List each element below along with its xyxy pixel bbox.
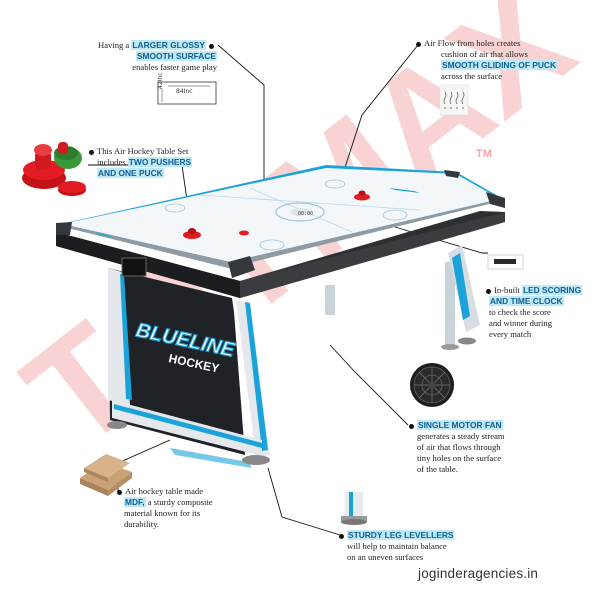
callout-legs: STURDY LEG LEVELLERS will help to mainta…	[336, 530, 476, 563]
bullet-dot	[209, 43, 214, 49]
site-watermark[interactable]: joginderagencies.in	[418, 566, 539, 581]
leveller-foot-left	[107, 421, 127, 429]
puck-return-slot	[121, 257, 147, 277]
leveller-foot-front	[242, 455, 270, 465]
right-leg-panel	[448, 245, 480, 345]
bullet-dot	[416, 41, 421, 47]
leader-airflow	[337, 44, 419, 190]
bullet-dot	[486, 288, 491, 294]
led-display-image	[487, 254, 524, 270]
bullet-dot	[117, 489, 122, 495]
callout-fan: SINGLE MOTOR FAN generates a steady stre…	[406, 420, 536, 475]
pusher-near	[183, 231, 201, 239]
callout-mdf: Air hockey table made MDF, a sturdy comp…	[114, 486, 229, 530]
svg-text:00:00: 00:00	[298, 211, 313, 217]
main-leg-panel: BLUELINE HOCKEY	[107, 257, 270, 468]
highlight-sturdy-leg-levellers: STURDY LEG LEVELLERS	[347, 530, 455, 540]
air-holes-image	[439, 84, 469, 116]
highlight-two-pushers: TWO PUSHERS	[127, 157, 193, 167]
highlight-mdf: MDF,	[124, 497, 146, 507]
table-top: 00:00	[56, 165, 505, 278]
highlight-smooth-surface: SMOOTH SURFACE	[135, 51, 217, 61]
leader-surface	[217, 44, 265, 222]
highlight-smooth-gliding: SMOOTH GLIDING OF PUCK	[441, 60, 557, 70]
trademark-mark: TM	[476, 148, 492, 160]
callout-airflow: Air Flow from holes creates cushion of a…	[413, 38, 583, 82]
highlight-larger-glossy: LARGER GLOSSY	[131, 40, 206, 50]
leader-fan	[329, 344, 409, 426]
pusher-far	[354, 193, 370, 201]
pushers-and-puck-image	[22, 142, 86, 196]
puck	[239, 230, 249, 236]
callout-led: In-built LED SCORING AND TIME CLOCK to c…	[483, 285, 593, 340]
mdf-boards-image	[80, 454, 132, 496]
highlight-single-motor-fan: SINGLE MOTOR FAN	[417, 420, 503, 430]
goal-slot-far	[389, 188, 420, 193]
bullet-dot	[89, 149, 94, 155]
leader-legs	[267, 467, 341, 536]
goal-slot-near	[95, 232, 116, 238]
rear-legs	[325, 262, 459, 350]
bullet-dot	[339, 533, 344, 539]
highlight-one-puck: AND ONE PUCK	[97, 168, 164, 178]
callout-surface: Having a LARGER GLOSSY SMOOTH SURFACE en…	[97, 40, 217, 72]
highlight-time-clock: AND TIME CLOCK	[489, 296, 564, 306]
bullet-dot	[409, 423, 414, 429]
dimension-width-label: 84Inc	[176, 88, 193, 95]
table-body	[56, 211, 505, 298]
callout-pushers: This Air Hockey Table Set includes TWO P…	[86, 146, 216, 179]
leg-leveller-image	[341, 492, 367, 525]
dimension-diagram	[157, 81, 217, 105]
motor-fan-image	[410, 363, 454, 407]
highlight-led-scoring: LED SCORING	[521, 285, 583, 295]
dimension-depth-label: 42Inc	[157, 72, 164, 89]
